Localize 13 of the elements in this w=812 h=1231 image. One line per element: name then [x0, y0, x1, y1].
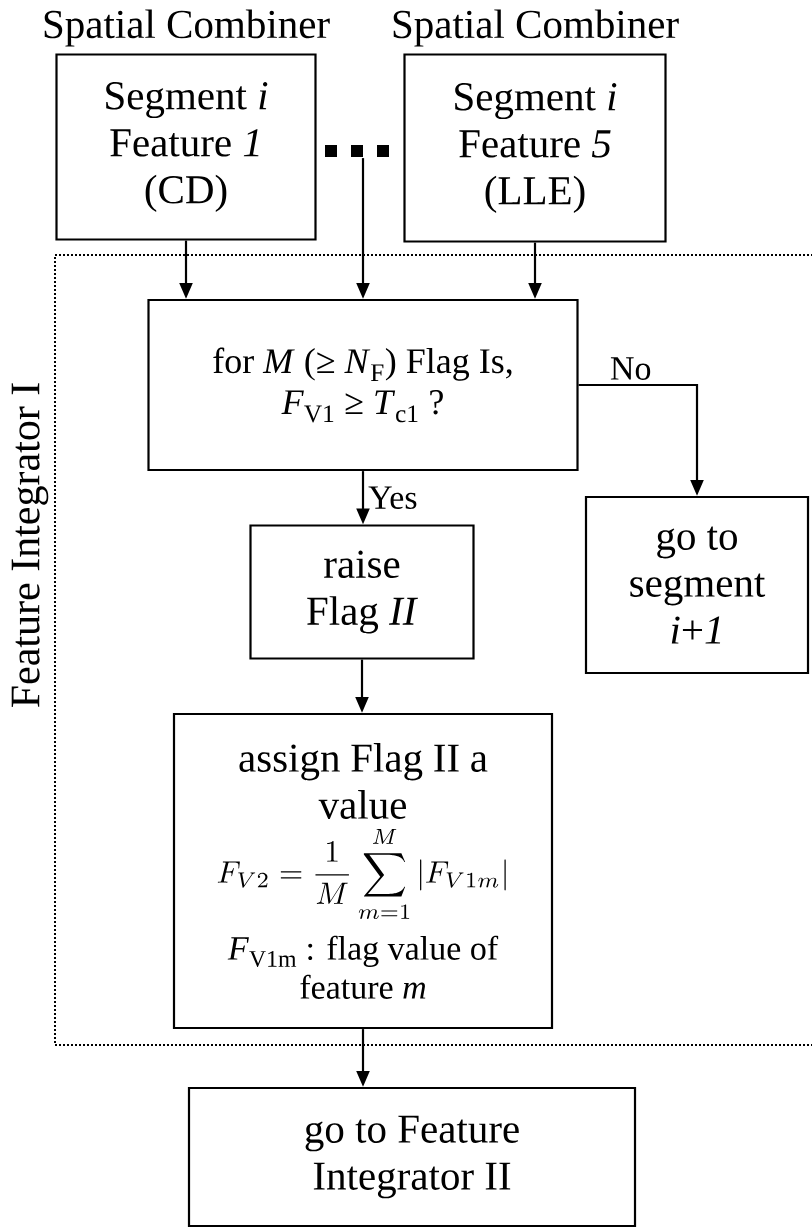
process-box: go to Feature Integrator II — [187, 1086, 637, 1228]
decision-box: for M (≥ N$_{F}$) Flag Is, F$_{V1}$ ≥ T$_{c1}$ ? — [147, 298, 579, 472]
process-box: go to segment i+1 — [584, 495, 810, 675]
combiner-label: Spatial Combiner — [44, 9, 330, 47]
ellipsis-dots — [325, 145, 389, 157]
region-title: Feature Integrator I — [11, 383, 49, 708]
process-box: Segment i Feature 5 (LLE) — [403, 53, 667, 243]
edge-label: No — [610, 357, 651, 380]
process-box: assign Flag II a value $F_{V2} = \frac{1}{M}\sum_{m=1}^{M}\left|F_{V1m}\right|$ F$_{V1m}$ : flag value of feature m — [172, 712, 554, 1030]
process-box: Segment i Feature 1 (CD) — [55, 53, 317, 241]
combiner-label: Spatial Combiner — [393, 9, 679, 47]
edge-label: Yes — [368, 486, 417, 510]
process-box: raise Flag II — [249, 524, 475, 660]
